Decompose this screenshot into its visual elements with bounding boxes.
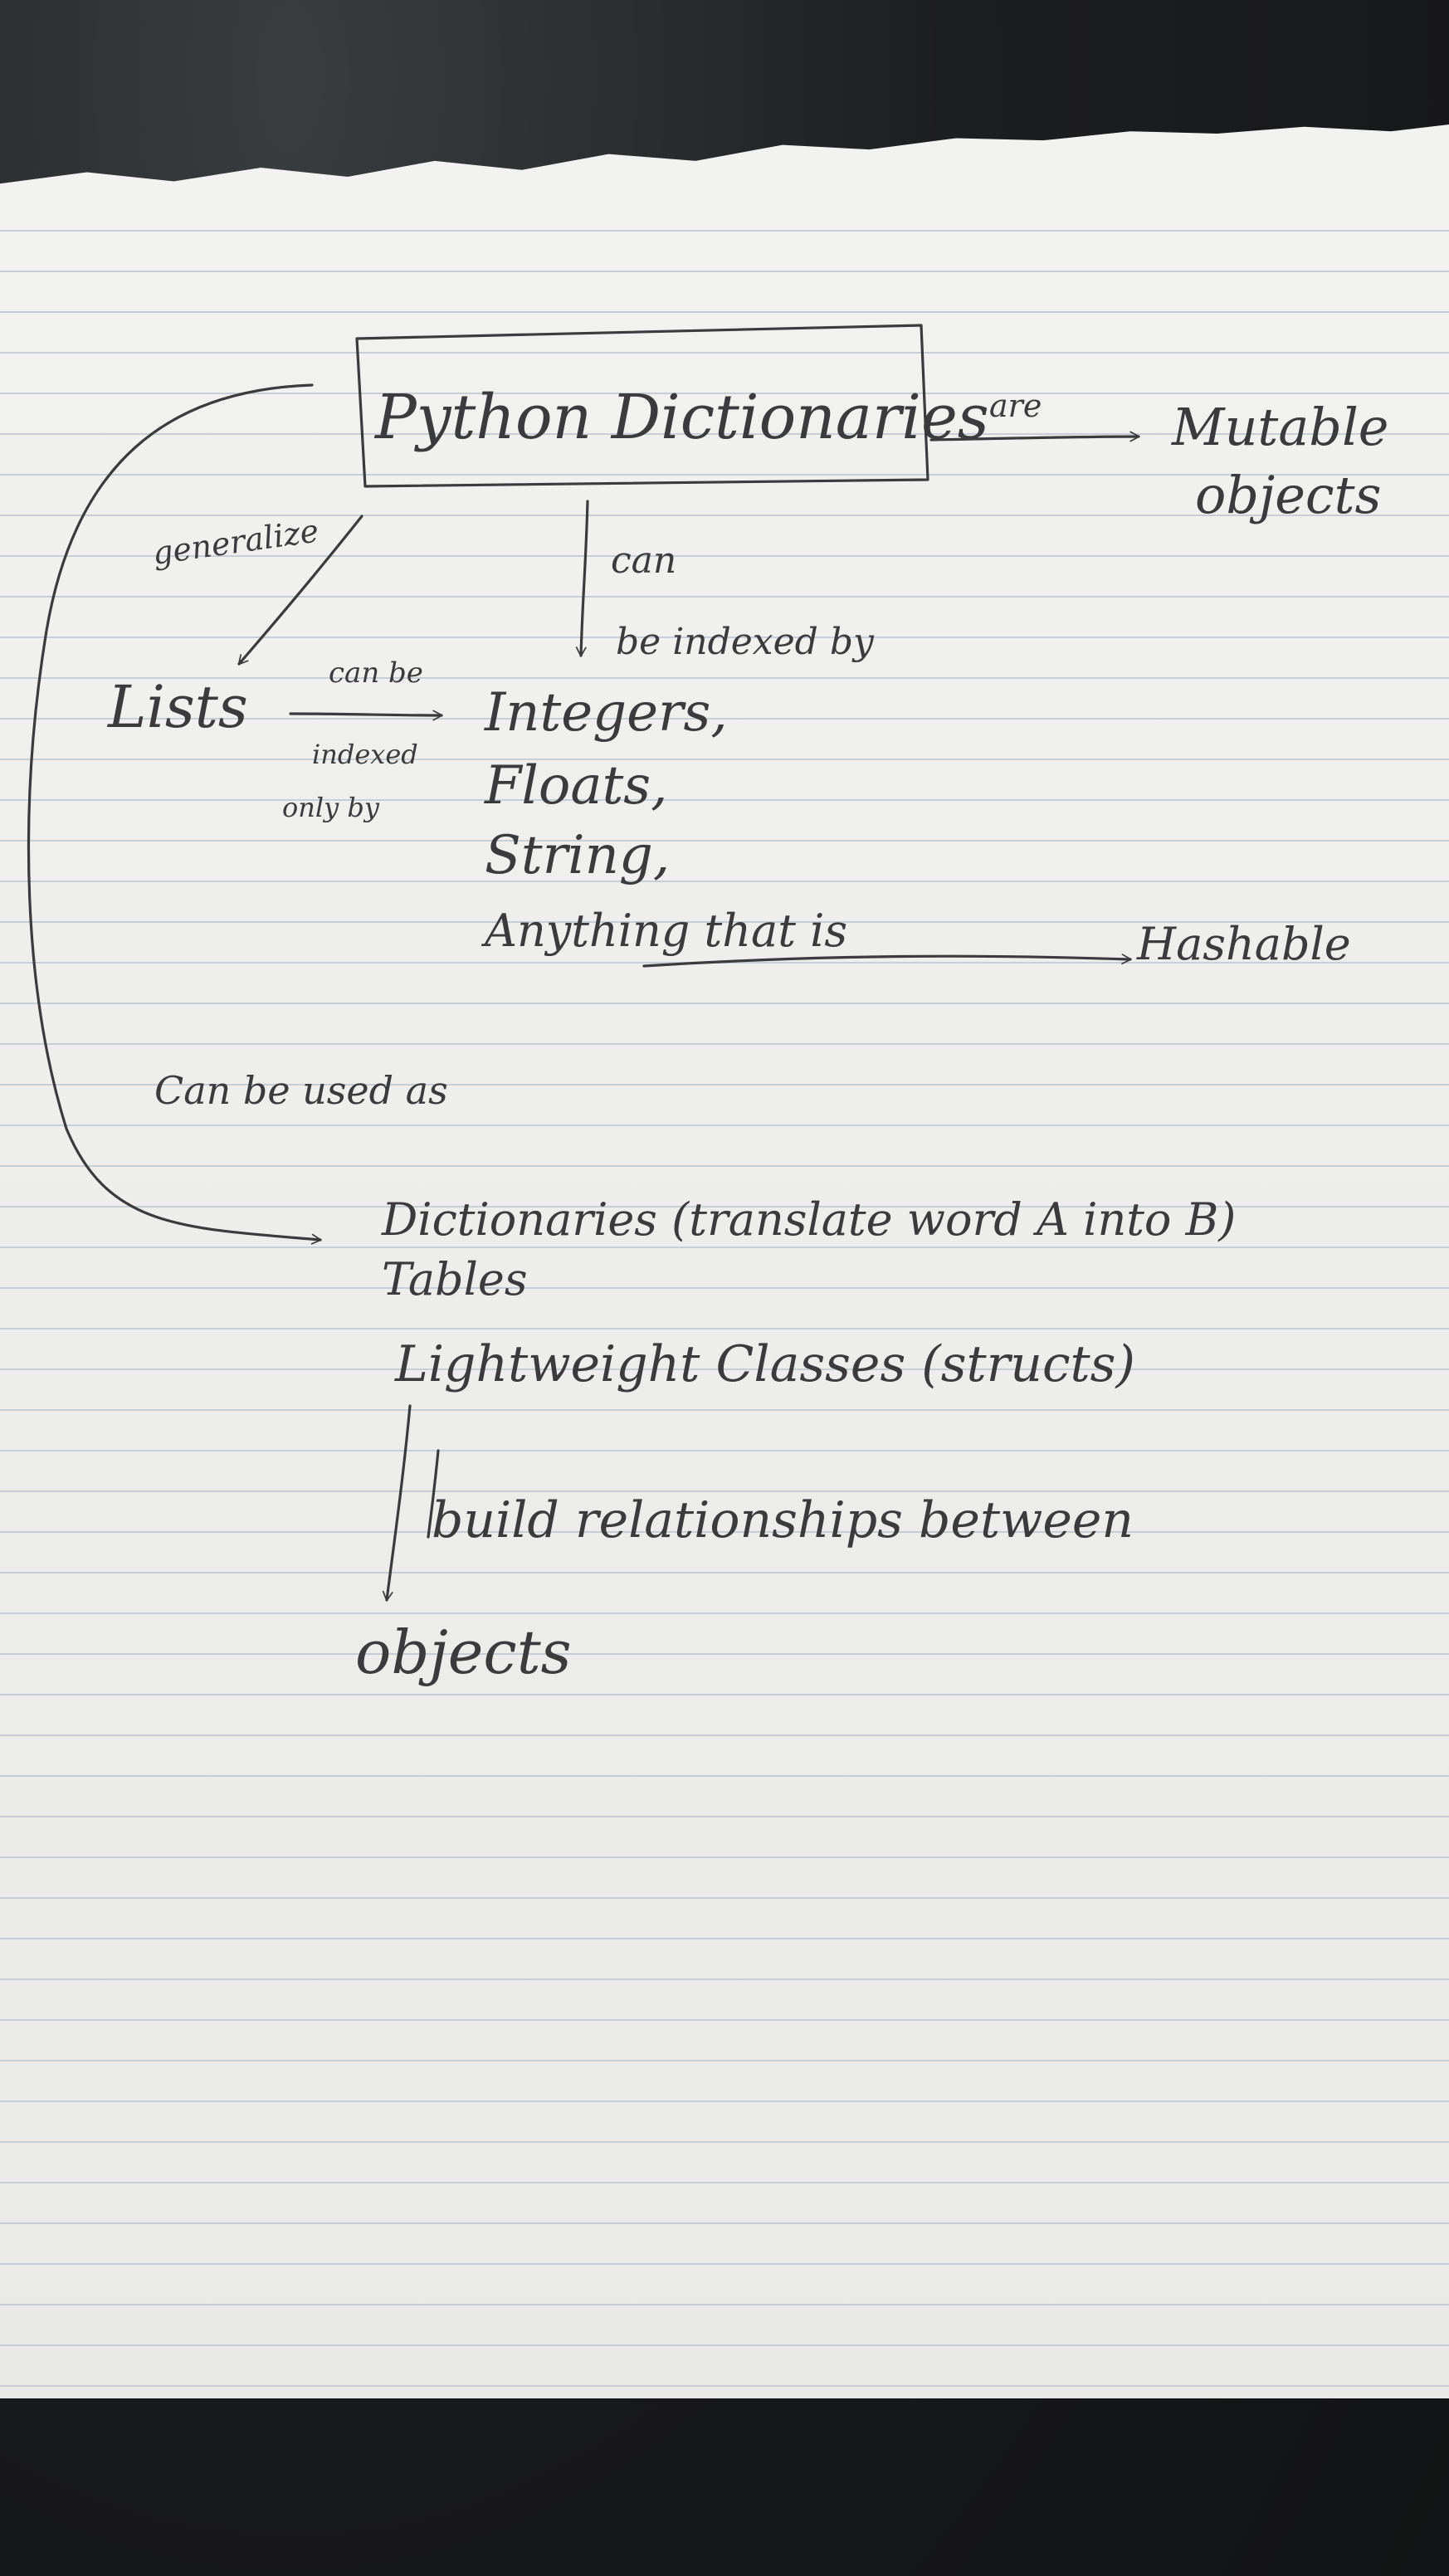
arrow-to-mutable	[929, 431, 1140, 442]
mutable-line-1: Mutable	[1171, 397, 1389, 457]
title-box-label: Python Dictionaries	[373, 382, 989, 453]
edge-label-only-by: only by	[282, 792, 380, 823]
use-tables: Tables	[382, 1253, 528, 1305]
index-type-integers: Integers,	[484, 682, 728, 744]
arrow-to-objects	[382, 1404, 412, 1602]
edge-label-build-relationships: build relationships between	[432, 1491, 1134, 1549]
use-dictionaries: Dictionaries (translate word A into B)	[381, 1193, 1236, 1246]
arrow-to-lists	[237, 515, 363, 666]
index-type-floats: Floats,	[484, 755, 667, 817]
notebook-paper	[0, 124, 1449, 2398]
index-type-string: String,	[485, 825, 670, 886]
node-lists: Lists	[106, 673, 248, 741]
bracket-stroke	[427, 1449, 440, 1539]
edge-label-indexed: indexed	[312, 739, 418, 770]
node-hashable: Hashable	[1136, 918, 1351, 970]
arrow-lists-to-integers	[289, 710, 443, 721]
edge-label-can-be: can be	[329, 656, 423, 690]
node-objects-final: objects	[355, 1617, 572, 1687]
edge-label-can: can	[611, 539, 676, 582]
edge-label-indexed-by: be indexed by	[616, 621, 875, 663]
arrow-to-hashable	[642, 954, 1132, 968]
edge-label-generalize: generalize	[150, 512, 321, 572]
index-type-anything: Anything that is	[481, 905, 847, 957]
use-lightweight-classes: Lightweight Classes (structs)	[394, 1335, 1135, 1393]
arrow-can-be-used-as	[27, 383, 322, 1245]
edge-label-are: are	[989, 388, 1042, 424]
arrow-to-index-types	[575, 500, 589, 657]
title-box-outline	[355, 324, 929, 488]
mutable-line-2: objects	[1195, 465, 1381, 525]
edge-label-can-be-used-as: Can be used as	[154, 1068, 448, 1113]
ruled-lines	[0, 191, 1449, 2398]
